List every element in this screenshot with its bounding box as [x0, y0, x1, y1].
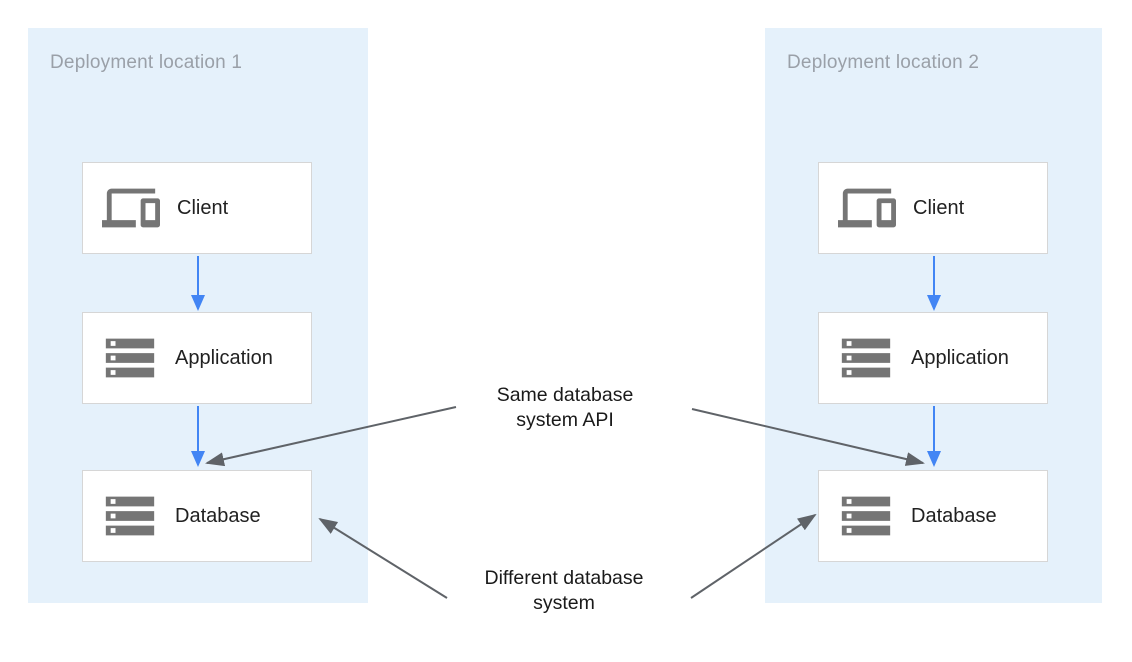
deployment-panel-2: Deployment location 2 Client Application… — [765, 28, 1102, 603]
panel-title: Deployment location 1 — [50, 52, 243, 73]
annotation-line: Different database — [484, 567, 644, 589]
annotation-line: system — [533, 592, 595, 614]
annotation-different-database-system: Different database system — [439, 566, 689, 616]
node-label: Application — [175, 346, 273, 369]
server-stack-icon — [841, 496, 891, 536]
node-label: Application — [911, 346, 1009, 369]
node-database-2: Database — [818, 470, 1048, 562]
server-stack-icon — [105, 496, 155, 536]
node-label: Client — [913, 196, 965, 219]
annotation-same-database-api: Same database system API — [440, 383, 690, 433]
node-application-2: Application — [818, 312, 1048, 404]
panel-title: Deployment location 2 — [787, 52, 980, 73]
deployment-panel-1: Deployment location 1 Client Application… — [28, 28, 368, 603]
server-stack-icon — [105, 338, 155, 378]
server-stack-icon — [841, 338, 891, 378]
annotation-line: Same database — [496, 384, 634, 406]
annotation-line: system API — [516, 409, 614, 431]
node-label: Database — [911, 504, 997, 527]
node-label: Client — [177, 196, 229, 219]
devices-icon — [838, 188, 896, 228]
node-label: Database — [175, 504, 261, 527]
node-client-2: Client — [818, 162, 1048, 254]
node-application-1: Application — [82, 312, 312, 404]
devices-icon — [102, 188, 160, 228]
node-client-1: Client — [82, 162, 312, 254]
node-database-1: Database — [82, 470, 312, 562]
